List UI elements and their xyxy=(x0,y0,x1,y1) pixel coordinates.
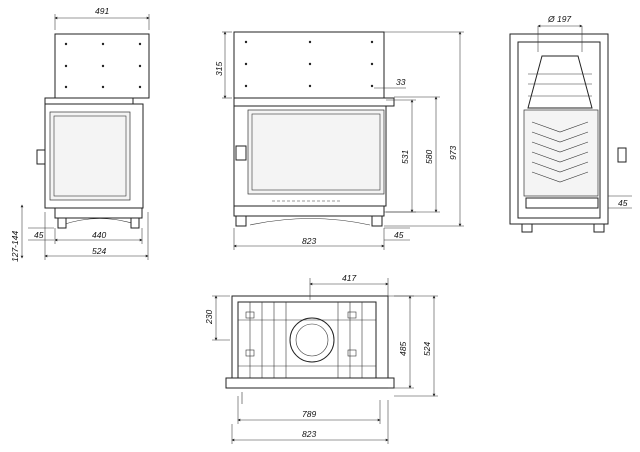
top-view: 417 230 485 524 789 823 xyxy=(204,273,438,444)
dim-417: 417 xyxy=(342,273,356,283)
dim-flue-197: Ø 197 xyxy=(547,14,571,24)
top-bolts xyxy=(245,311,357,357)
dim-side-45: 45 xyxy=(394,230,404,240)
side-door-handle xyxy=(235,145,247,161)
side-hood-bolts xyxy=(244,40,374,88)
front-door-handle xyxy=(36,149,46,165)
dim-531: 531 xyxy=(400,150,410,164)
back-leg-left xyxy=(521,223,533,233)
side-base-arc xyxy=(249,218,371,226)
back-handle xyxy=(617,147,627,163)
dim-315: 315 xyxy=(214,62,224,76)
dim-524-front: 524 xyxy=(92,246,106,256)
dim-973: 973 xyxy=(448,146,458,160)
front-base-arc xyxy=(61,218,139,226)
back-view: Ø 197 45 xyxy=(509,14,632,233)
dim-front-45: 45 xyxy=(34,230,44,240)
top-grid-lines xyxy=(238,302,376,382)
back-baffle-lines xyxy=(528,73,592,97)
back-chevron-pattern xyxy=(531,121,589,183)
dim-440: 440 xyxy=(92,230,106,240)
dim-127-144: 127-144 xyxy=(10,231,20,262)
side-leg-left xyxy=(235,215,247,227)
front-hood-bolts xyxy=(64,42,142,89)
dim-230: 230 xyxy=(204,310,214,325)
side-ledge xyxy=(233,97,395,107)
front-view: 491 440 45 127-144 524 xyxy=(10,6,150,262)
side-hood xyxy=(233,31,385,99)
front-leg-right xyxy=(130,217,140,229)
dim-823-top: 823 xyxy=(302,429,316,439)
front-door-glass xyxy=(49,111,131,201)
dim-823-side: 823 xyxy=(302,236,316,246)
side-view: 315 33 531 580 973 45 823 xyxy=(214,31,464,250)
dim-491: 491 xyxy=(95,6,109,16)
side-leg-right xyxy=(371,215,383,227)
top-front-frame xyxy=(225,377,395,389)
back-flue-collar xyxy=(527,55,593,109)
dim-back-45: 45 xyxy=(618,198,628,208)
front-ledge xyxy=(44,97,134,105)
side-door-glass xyxy=(247,109,385,195)
dim-33: 33 xyxy=(396,77,406,87)
dim-580: 580 xyxy=(424,150,434,164)
dim-524-top: 524 xyxy=(422,342,432,356)
dim-485: 485 xyxy=(398,342,408,356)
top-flue-outlet xyxy=(289,317,335,363)
front-leg-left xyxy=(57,217,67,229)
dim-789: 789 xyxy=(302,409,316,419)
back-leg-right xyxy=(593,223,605,233)
